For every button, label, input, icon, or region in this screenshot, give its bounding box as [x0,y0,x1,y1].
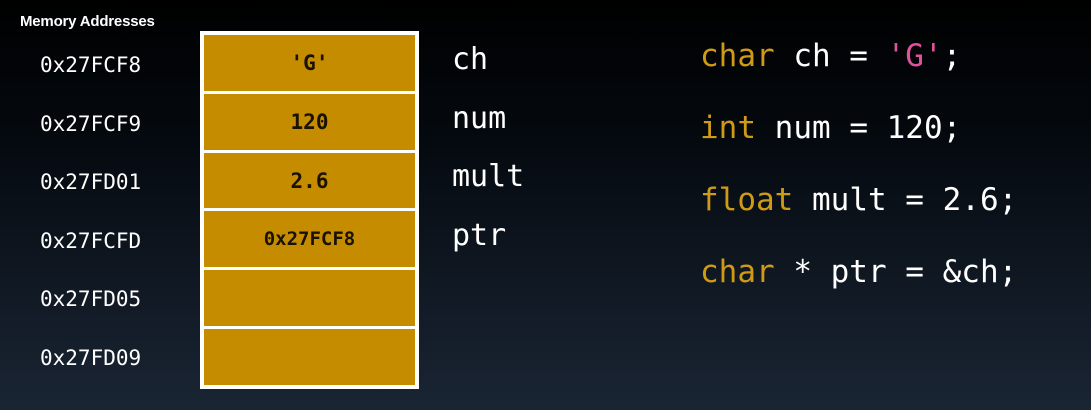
address-label: 0x27FCF8 [40,53,142,77]
code-line-char-ch: char ch = 'G'; [700,20,1017,92]
variable-name: num [452,100,507,136]
code-line-float-mult: float mult = 2.6; [700,164,1017,236]
memory-cell-num: 120 [204,93,415,150]
keyword: char [700,254,775,290]
address-label: 0x27FD05 [40,287,142,311]
memory-cell-mult: 2.6 [204,152,415,209]
code-text: ; [942,38,962,74]
address-label: 0x27FD01 [40,170,142,194]
memory-cell-empty [204,329,415,385]
memory-cell-ptr: 0x27FCF8 [204,211,415,268]
address-column: 0x27FCF8 0x27FCF9 0x27FD01 0x27FCFD 0x27… [40,36,200,387]
memory-cell-ch: 'G' [204,35,415,91]
code-text: * ptr = &ch; [774,254,1018,290]
code-text: num = 120; [756,110,962,146]
address-label: 0x27FCFD [40,228,142,253]
keyword: float [700,182,794,218]
memory-block: 'G' 120 2.6 0x27FCF8 [200,31,419,389]
address-label: 0x27FCF9 [40,111,142,136]
keyword: int [700,110,756,146]
variable-name: mult [452,159,525,194]
keyword: char [700,38,775,74]
variable-name: ptr [452,217,507,253]
char-literal: 'G' [886,38,943,74]
code-block: char ch = 'G'; int num = 120; float mult… [700,20,1017,308]
variable-name: ch [452,42,489,77]
code-text: ch = [774,38,887,74]
memory-addresses-title: Memory Addresses [20,13,155,30]
address-label: 0x27FD09 [40,345,142,370]
code-line-int-num: int num = 120; [700,92,1017,164]
code-line-char-ptr: char * ptr = &ch; [700,236,1017,308]
variable-name-column: ch num mult ptr [452,31,524,265]
memory-cell-empty [204,270,415,327]
code-text: mult = 2.6; [793,182,1018,218]
